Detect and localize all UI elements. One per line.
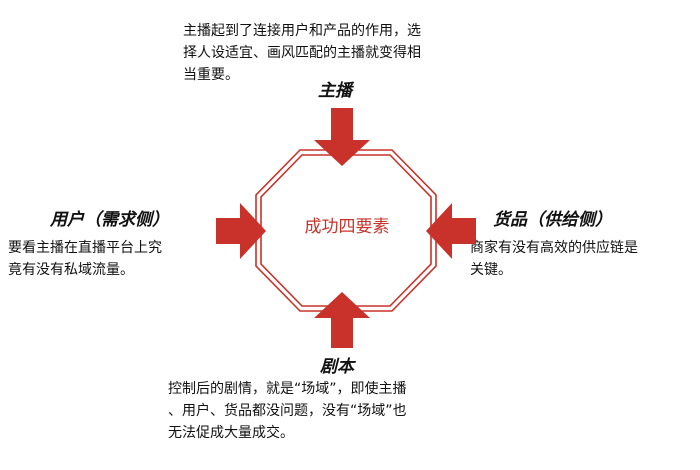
bottom-description-line: 、用户、货品都没问题，没有“场域”也 bbox=[168, 403, 407, 419]
right-arrow-icon bbox=[426, 203, 476, 259]
top-description-line: 择人设适宜、画风匹配的主播就变得相 bbox=[183, 45, 421, 61]
left-description-line: 要看主播在直播平台上究 bbox=[8, 240, 162, 256]
top-description-line: 主播起到了连接用户和产品的作用，选 bbox=[183, 23, 421, 39]
left-description: 要看主播在直播平台上究 竟有没有私域流量。 bbox=[8, 237, 162, 281]
top-arrow-icon bbox=[314, 108, 370, 166]
right-label: 货品（供给侧） bbox=[493, 210, 612, 230]
bottom-description: 控制后的剧情，就是“场域”，即使主播 、用户、货品都没问题，没有“场域”也 无法… bbox=[168, 378, 407, 444]
center-label: 成功四要素 bbox=[304, 217, 390, 237]
bottom-label: 剧本 bbox=[320, 357, 354, 377]
bottom-description-line: 控制后的剧情，就是“场域”，即使主播 bbox=[168, 381, 407, 397]
octagon-outline-inner bbox=[260, 154, 432, 307]
left-label: 用户（需求侧） bbox=[50, 210, 169, 230]
right-description-line: 商家有没有高效的供应链是 bbox=[470, 240, 638, 256]
right-description-line: 关键。 bbox=[470, 262, 512, 278]
left-description-line: 竟有没有私域流量。 bbox=[8, 262, 134, 278]
top-description-line: 当重要。 bbox=[183, 67, 239, 83]
top-label: 主播 bbox=[318, 81, 352, 101]
left-arrow-icon bbox=[216, 203, 266, 259]
right-description: 商家有没有高效的供应链是 关键。 bbox=[470, 237, 638, 281]
bottom-description-line: 无法促成大量成交。 bbox=[168, 425, 294, 441]
octagon-outline-outer bbox=[255, 149, 437, 312]
bottom-arrow-icon bbox=[314, 292, 370, 348]
top-description: 主播起到了连接用户和产品的作用，选 择人设适宜、画风匹配的主播就变得相 当重要。 bbox=[183, 20, 421, 86]
